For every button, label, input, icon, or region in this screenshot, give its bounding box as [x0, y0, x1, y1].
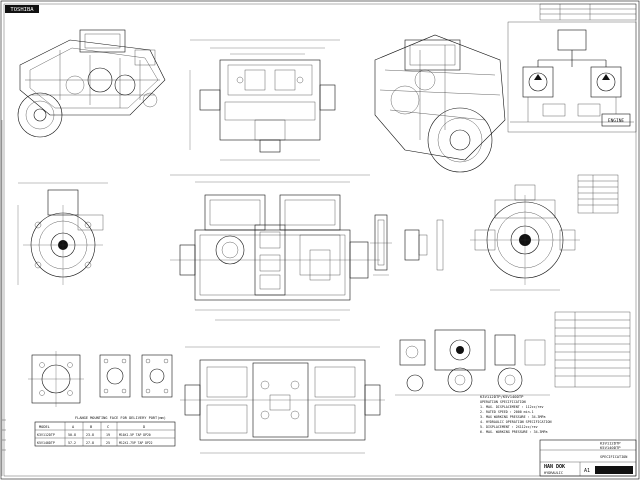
flange-table-header: MODEL [39, 425, 50, 429]
specification-notes: K3V112DTP/K5V140DTP OPERATION SPECIFICAT… [480, 394, 551, 434]
flange-table-cell: 27.8 [86, 441, 94, 445]
flange-table-cell: K3V112DTP [37, 433, 55, 437]
svg-text:TOSHIBA: TOSHIBA [10, 7, 34, 13]
pump-bottom-view [180, 346, 385, 454]
flange-table-cell: 19 [106, 433, 110, 437]
pump-top-view [189, 39, 340, 161]
flange-mounting-view-3 [141, 354, 173, 398]
flange-table-title: FLANGE MOUNTING FACE FOR DELIVERY PORT(m… [75, 416, 166, 420]
title-drawing-no: SPECIFICATION [600, 455, 627, 459]
flange-table-cell: M10X1.5P TAP DP20 [119, 433, 151, 437]
manufacturer-logo: TOSHIBA [5, 5, 39, 13]
flange-table-header: A [72, 425, 75, 429]
pump-front-view [170, 174, 380, 321]
port-spec-table-2 [554, 311, 631, 388]
title-model-2: K5V140DTP [600, 445, 621, 450]
flange-mounting-view-1 [28, 351, 84, 407]
spec-line: 2. RATED SPEED : 2000 min-1 [480, 410, 534, 414]
pump-isometric-view-1 [17, 29, 166, 138]
flange-table-cell: 23.8 [86, 433, 94, 437]
pump-isometric-view-2 [374, 34, 506, 173]
left-ruler [1, 120, 6, 476]
spec-line: 6. MAX. WORKING PRESSURE : 34.3MPa [480, 430, 548, 434]
inner-border [3, 3, 637, 477]
spec-line: 3. MAX WORKING PRESSURE : 34.3MPa [480, 415, 546, 419]
flange-table-header: D [143, 425, 145, 429]
flange-table-cell: M12X1.75P TAP DP22 [119, 441, 153, 445]
port-section-details [395, 329, 550, 396]
pump-end-view-right [470, 184, 580, 291]
spec-line: 1. MAX. DISPLACEMENT : 112cc/rev [480, 405, 544, 409]
spec-line: 4. HYDRAULIC OPERATION SPECIFICATION [480, 420, 551, 424]
title-model-1: K3V112DTP [600, 441, 621, 446]
flange-mounting-view-2 [99, 354, 131, 398]
pump-end-view-left [17, 182, 108, 285]
engine-label: ENGINE [608, 118, 625, 124]
spec-heading: K3V112DTP/K5V140DTP [480, 394, 524, 399]
revision-table [539, 3, 637, 21]
flange-dimension-table: FLANGE MOUNTING FACE FOR DELIVERY PORT(m… [34, 416, 176, 447]
spec-line: OPERATION SPECIFICATION [480, 400, 526, 404]
spec-line: 5. DISPLACEMENT : 2X112cc/rev [480, 425, 538, 429]
flange-table-cell: 25 [106, 441, 110, 445]
flange-table-cell: 50.8 [68, 433, 76, 437]
shaft-detail-views [370, 214, 444, 276]
company-name-line1: HAN DOK [544, 464, 565, 470]
title-block: K3V112DTP K5V140DTP SPECIFICATION HAN DO… [539, 439, 637, 477]
flange-table-header: C [107, 425, 109, 429]
port-spec-table-1 [577, 174, 619, 214]
hydraulic-circuit-diagram: ENGINE [507, 21, 637, 133]
flange-table-cell: K5V140DTP [37, 441, 55, 445]
flange-table-cell: 57.2 [68, 441, 76, 445]
sheet-size: A1 [584, 468, 590, 474]
flange-table-header: B [90, 425, 92, 429]
company-name-line2: HYDRAULIC [544, 471, 563, 475]
